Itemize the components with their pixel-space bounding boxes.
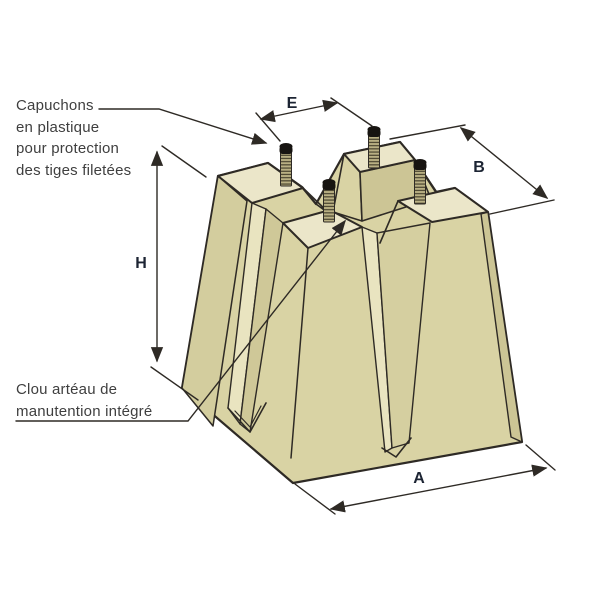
plastic-cap (413, 159, 427, 166)
dimension-line (329, 464, 548, 513)
dimension-B: B (389, 124, 555, 215)
annotation-line: Capuchons (16, 97, 94, 114)
annotation-line: manutention intégré (16, 402, 153, 420)
annotation-line: pour protection (16, 140, 120, 157)
groove-left-notch (227, 402, 267, 433)
plastic-cap (279, 143, 293, 150)
groove-right-shaded-wall (376, 222, 431, 449)
annotation-line: Clou artéau de (16, 381, 118, 398)
extension-line (330, 97, 373, 127)
dimension-label-b: B (473, 159, 485, 176)
extension-line (150, 366, 199, 401)
extension-line (489, 199, 555, 215)
annotation-plastic-caps: Capuchons en plastique pour protection d… (16, 95, 131, 181)
extension-line (294, 483, 336, 515)
center-pillar (282, 209, 431, 459)
block-left-face (181, 175, 248, 427)
left-pillar (217, 162, 304, 433)
center-pillar-corner-edge (290, 247, 309, 459)
groove-right-notch (381, 437, 412, 458)
dimension-E: E (255, 95, 373, 142)
dimension-line (459, 127, 549, 199)
extension-line (161, 145, 207, 178)
dimension-line (259, 99, 339, 123)
leader-line-caps (98, 108, 268, 145)
dimension-label-e: E (287, 95, 298, 112)
extension-line (389, 124, 466, 140)
plastic-cap (367, 126, 381, 133)
right-pillar-left-edge (379, 200, 399, 244)
annotation-line: en plastique (16, 118, 100, 136)
dimension-label-a: A (413, 470, 425, 487)
threaded-rod-back (367, 126, 381, 169)
dimension-H: H (135, 145, 207, 401)
annotation-handling-nail: Clou artéau de manutention intégré (16, 379, 152, 422)
threaded-rod-center (322, 179, 336, 223)
concrete-block (180, 126, 524, 485)
dimension-label-h: H (135, 255, 147, 272)
annotation-line: des tiges filetées (16, 161, 132, 179)
threaded-rod-right (413, 159, 427, 205)
dimensions: E B H A (15, 95, 556, 515)
plastic-cap (322, 179, 336, 186)
dimension-A: A (294, 444, 556, 515)
leader-line-handling (15, 219, 346, 422)
threaded-rod-left (279, 143, 293, 187)
extension-line (525, 444, 556, 471)
